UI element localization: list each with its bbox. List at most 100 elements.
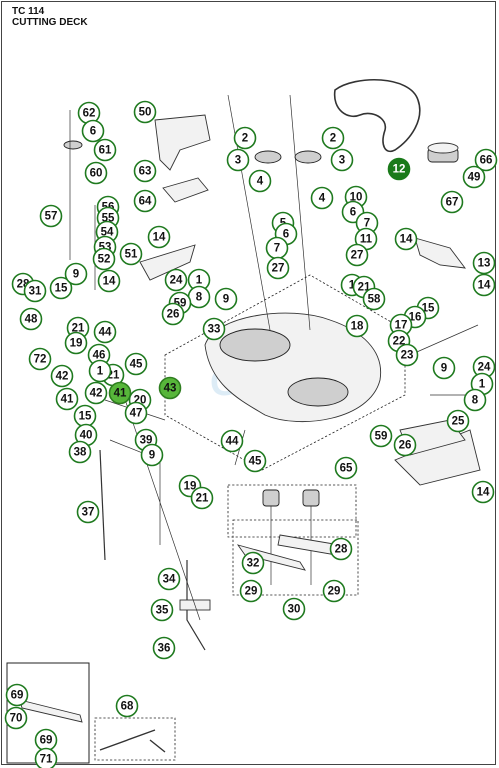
cutting-deck-housing: [204, 312, 382, 423]
callout-number: 29: [245, 586, 258, 598]
callout-circle: [161, 302, 185, 326]
callout-number: 31: [29, 286, 42, 298]
callout-circle: [393, 433, 417, 457]
callout-circle: [55, 387, 79, 411]
inset-blade: [19, 699, 83, 723]
callout-circle: [362, 287, 386, 311]
callout-15: 15: [49, 276, 73, 300]
callout-circle: [472, 273, 496, 297]
callout-number: 45: [249, 456, 262, 468]
callout-14: 14: [394, 227, 418, 251]
callout-24: 24: [472, 355, 496, 379]
callout-29: 29: [322, 579, 346, 603]
callout-45: 45: [124, 352, 148, 376]
callout-circle: [147, 225, 171, 249]
callout-21: 21: [190, 486, 214, 510]
callout-68: 68: [115, 694, 139, 718]
callout-number: 4: [257, 176, 264, 188]
callout-44: 44: [220, 429, 244, 453]
callout-number: 24: [170, 275, 183, 287]
callout-number: 70: [10, 713, 23, 725]
callout-59: 59: [369, 424, 393, 448]
callout-number: 33: [208, 324, 221, 336]
callout-33: 33: [202, 317, 226, 341]
callout-57: 57: [39, 204, 63, 228]
callout-circle: [50, 364, 74, 388]
callout-41: 41: [55, 387, 79, 411]
callout-circle: [239, 579, 263, 603]
callout-circle: [164, 268, 188, 292]
callout-number: 9: [73, 269, 79, 281]
callout-number: 37: [82, 507, 95, 519]
callout-circle: [243, 449, 267, 473]
callout-circle: [321, 126, 345, 150]
callout-31: 31: [23, 279, 47, 303]
callout-number: 13: [478, 258, 491, 270]
callout-9: 9: [432, 356, 456, 380]
callout-circle: [93, 320, 117, 344]
callout-30: 30: [282, 597, 306, 621]
callout-number: 1: [349, 280, 356, 292]
callout-circle: [446, 409, 470, 433]
callout-number: 15: [79, 411, 92, 423]
callout-26: 26: [161, 302, 185, 326]
callout-circle: [330, 148, 354, 172]
bracket-63: [162, 177, 209, 203]
deck-outline-dashed: [164, 274, 406, 471]
callout-circle: [462, 165, 486, 189]
callout-circle: [23, 279, 47, 303]
callout-45: 45: [243, 449, 267, 473]
callout-66: 66: [474, 148, 498, 172]
callout-43: 43: [158, 376, 182, 400]
pulley-right: [294, 150, 322, 164]
callout-circle: [84, 381, 108, 405]
callout-7: 7: [265, 236, 289, 260]
callout-circle: [214, 287, 238, 311]
callout-circle: [19, 307, 43, 331]
callout-number: 2: [330, 133, 336, 145]
callout-number: 42: [90, 388, 103, 400]
callout-circle: [93, 138, 117, 162]
callout-number: 72: [34, 354, 47, 366]
height-adjust-lever: [186, 560, 206, 651]
callout-number: 66: [480, 155, 493, 167]
callout-number: 27: [272, 263, 285, 275]
callout-number: 19: [184, 481, 197, 493]
callout-71: 71: [34, 747, 58, 768]
callout-number: 40: [80, 430, 93, 442]
callout-number: 6: [90, 126, 96, 138]
callout-circle: [266, 256, 290, 280]
rod-37: [99, 449, 106, 561]
callout-circle: [4, 706, 28, 730]
callout-circle: [432, 356, 456, 380]
callout-8: 8: [187, 285, 211, 309]
callout-circle: [387, 157, 411, 181]
callout-number: 45: [130, 359, 143, 371]
callout-circle: [64, 331, 88, 355]
callout-number: 57: [45, 211, 58, 223]
callout-number: 69: [11, 690, 24, 702]
callout-49: 49: [462, 165, 486, 189]
callout-number: 22: [393, 336, 406, 348]
callout-circle: [133, 159, 157, 183]
callout-67: 67: [440, 190, 464, 214]
callout-number: 32: [247, 558, 260, 570]
spindle-right: [302, 489, 320, 585]
callout-circle: [233, 126, 257, 150]
callout-69: 69: [5, 683, 29, 707]
callout-number: 34: [163, 574, 176, 586]
callout-circle: [474, 148, 498, 172]
callout-number: 6: [350, 207, 356, 219]
callout-number: 14: [400, 234, 413, 246]
callout-circle: [322, 579, 346, 603]
callout-number: 11: [360, 234, 373, 246]
callout-circle: [84, 161, 108, 185]
callout-number: 3: [235, 155, 241, 167]
callout-number: 48: [25, 314, 38, 326]
callout-14: 14: [471, 480, 495, 504]
callout-circle: [158, 376, 182, 400]
inset-dashed-68: [94, 717, 176, 761]
callout-14: 14: [472, 273, 496, 297]
callout-1: 1: [88, 359, 112, 383]
